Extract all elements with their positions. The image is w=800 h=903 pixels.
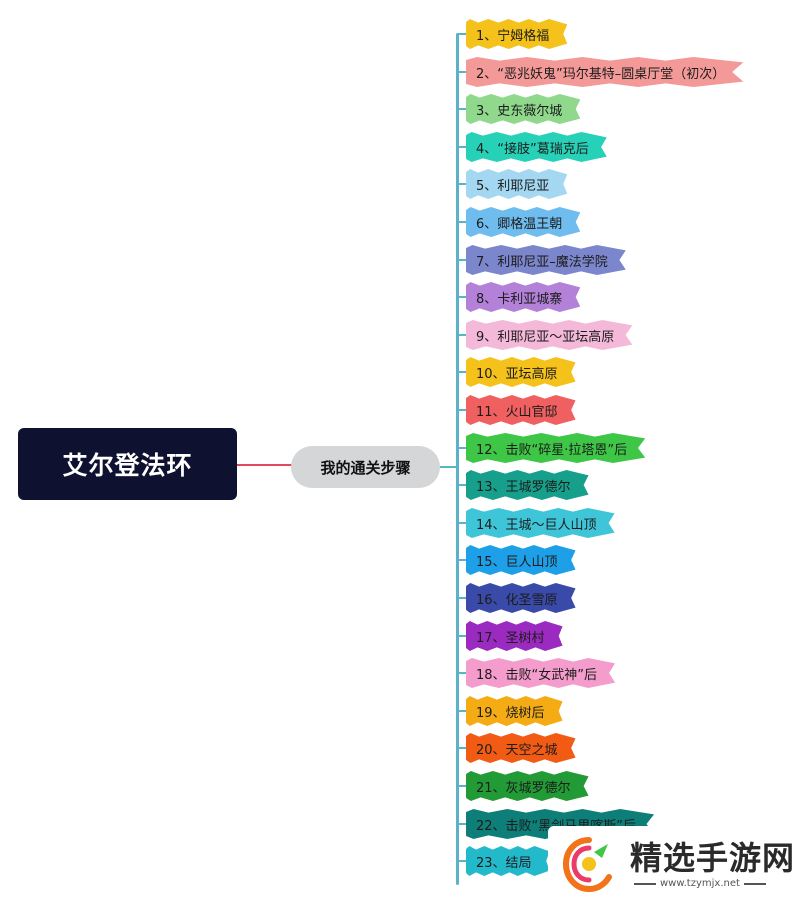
- step-connector: [458, 672, 467, 674]
- branch-connector-line: [440, 466, 458, 468]
- watermark-url-row: www.tzymjx.net: [630, 878, 795, 889]
- step-label: 2、“恶兆妖鬼”玛尔基特–圆桌厅堂（初次）: [476, 66, 726, 82]
- root-title: 艾尔登法环: [62, 451, 193, 480]
- watermark: 精选手游网 www.tzymjx.net: [548, 826, 800, 903]
- step-label: 14、王城～巨人山顶: [476, 517, 597, 533]
- step-label: 9、利耶尼亚～亚坛高原: [476, 329, 615, 345]
- step-node: 13、王城罗德尔: [466, 470, 589, 500]
- step-node: 9、利耶尼亚～亚坛高原: [466, 320, 633, 350]
- step-connector: [458, 559, 467, 561]
- step-label: 10、亚坛高原: [476, 366, 558, 382]
- step-label: 1、宁姆格福: [476, 28, 550, 44]
- step-node: 3、史东薇尔城: [466, 94, 581, 124]
- branch-node: 我的通关步骤: [291, 446, 440, 488]
- step-node: 6、卿格温王朝: [466, 207, 581, 237]
- root-connector-line: [237, 464, 293, 466]
- step-connector: [458, 597, 467, 599]
- step-node: 7、利耶尼亚–魔法学院: [466, 245, 626, 275]
- step-label: 13、王城罗德尔: [476, 479, 571, 495]
- step-node: 8、卡利亚城寨: [466, 282, 581, 312]
- step-node: 4、“接肢”葛瑞克后: [466, 132, 607, 162]
- step-node: 14、王城～巨人山顶: [466, 508, 615, 538]
- step-label: 23、结局: [476, 855, 532, 871]
- step-label: 7、利耶尼亚–魔法学院: [476, 254, 608, 270]
- step-connector: [458, 785, 467, 787]
- step-label: 6、卿格温王朝: [476, 216, 563, 232]
- step-node: 1、宁姆格福: [466, 19, 568, 49]
- step-connector: [458, 710, 467, 712]
- step-label: 15、巨人山顶: [476, 554, 558, 570]
- watermark-title: 精选手游网: [630, 839, 796, 877]
- steps-trunk-line: [456, 33, 459, 885]
- step-label: 12、击败“碎星·拉塔恩”后: [476, 442, 628, 458]
- step-connector: [458, 334, 467, 336]
- step-connector: [458, 259, 467, 261]
- step-label: 11、火山官邸: [476, 404, 558, 420]
- step-node: 18、击败“女武神”后: [466, 658, 616, 688]
- step-node: 15、巨人山顶: [466, 545, 576, 575]
- step-node: 10、亚坛高原: [466, 357, 576, 387]
- step-node: 16、化圣雪原: [466, 583, 576, 613]
- watermark-logo-icon: [562, 836, 612, 892]
- step-connector: [458, 296, 467, 298]
- step-connector: [458, 823, 467, 825]
- step-label: 3、史东薇尔城: [476, 103, 563, 119]
- step-connector: [458, 860, 467, 862]
- step-node: 11、火山官邸: [466, 395, 576, 425]
- root-node: 艾尔登法环: [18, 428, 237, 500]
- step-label: 4、“接肢”葛瑞克后: [476, 141, 589, 157]
- step-node: 5、利耶尼亚: [466, 169, 568, 199]
- step-label: 18、击败“女武神”后: [476, 667, 598, 683]
- branch-title: 我的通关步骤: [320, 458, 411, 477]
- step-connector: [458, 183, 467, 185]
- step-node: 2、“恶兆妖鬼”玛尔基特–圆桌厅堂（初次）: [466, 57, 744, 87]
- step-label: 19、烧树后: [476, 705, 545, 721]
- step-connector: [458, 635, 467, 637]
- step-node: 19、烧树后: [466, 696, 563, 726]
- step-node: 21、灰城罗德尔: [466, 771, 589, 801]
- step-node: 12、击败“碎星·拉塔恩”后: [466, 433, 646, 463]
- watermark-rule-right: [743, 882, 766, 885]
- step-connector: [458, 71, 467, 73]
- step-label: 8、卡利亚城寨: [476, 291, 563, 307]
- step-node: 23、结局: [466, 846, 550, 876]
- step-connector: [458, 447, 467, 449]
- step-connector: [458, 221, 467, 223]
- step-connector: [458, 747, 467, 749]
- step-connector: [458, 484, 467, 486]
- step-label: 17、圣树村: [476, 630, 545, 646]
- step-connector: [458, 522, 467, 524]
- step-label: 20、天空之城: [476, 742, 558, 758]
- step-label: 5、利耶尼亚: [476, 178, 550, 194]
- step-connector: [458, 33, 467, 35]
- step-label: 21、灰城罗德尔: [476, 780, 571, 796]
- step-connector: [458, 371, 467, 373]
- step-connector: [458, 409, 467, 411]
- watermark-rule-left: [634, 882, 656, 885]
- step-node: 20、天空之城: [466, 733, 576, 763]
- step-connector: [458, 146, 467, 148]
- step-node: 17、圣树村: [466, 621, 563, 651]
- step-connector: [458, 108, 467, 110]
- step-label: 16、化圣雪原: [476, 592, 558, 608]
- watermark-url: www.tzymjx.net: [660, 878, 740, 889]
